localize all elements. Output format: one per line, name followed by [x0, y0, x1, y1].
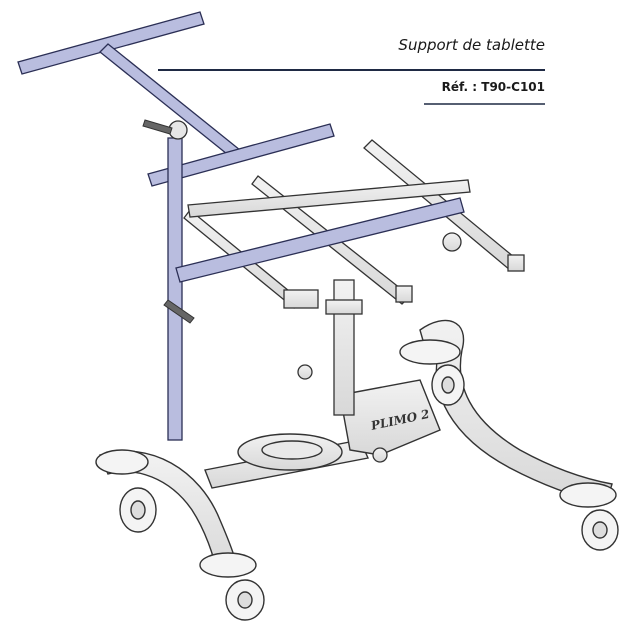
top-crossbar [17, 11, 205, 75]
tube-end-1 [395, 285, 413, 303]
casters [95, 339, 619, 621]
caster-rear [399, 339, 465, 406]
caster-right [559, 482, 619, 551]
column-clamp [325, 299, 363, 315]
middle-crossbar [147, 123, 335, 187]
adjustment-knob-right [442, 232, 462, 252]
center-hub [339, 379, 441, 456]
tube-end-2 [507, 254, 525, 272]
upper-clamp-handle [142, 119, 173, 135]
foot-plate-inner [261, 440, 323, 460]
callout [158, 69, 545, 105]
caster-front-center [199, 552, 265, 621]
vertical-pole [167, 137, 183, 441]
tablet-support [17, 11, 465, 441]
adjustment-knob-column [297, 364, 313, 380]
front-crossbar [175, 197, 465, 283]
callout-title: Support de tablette [398, 36, 545, 54]
rear-crossbar [187, 179, 471, 218]
adjustment-knob-hub [372, 447, 388, 463]
clamp-handles [142, 119, 195, 324]
callout-reference: Réf. : T90-C101 [441, 80, 545, 94]
lower-clamp-handle [163, 299, 195, 324]
caster-front-left [95, 449, 157, 533]
clamp-bracket [283, 289, 319, 309]
